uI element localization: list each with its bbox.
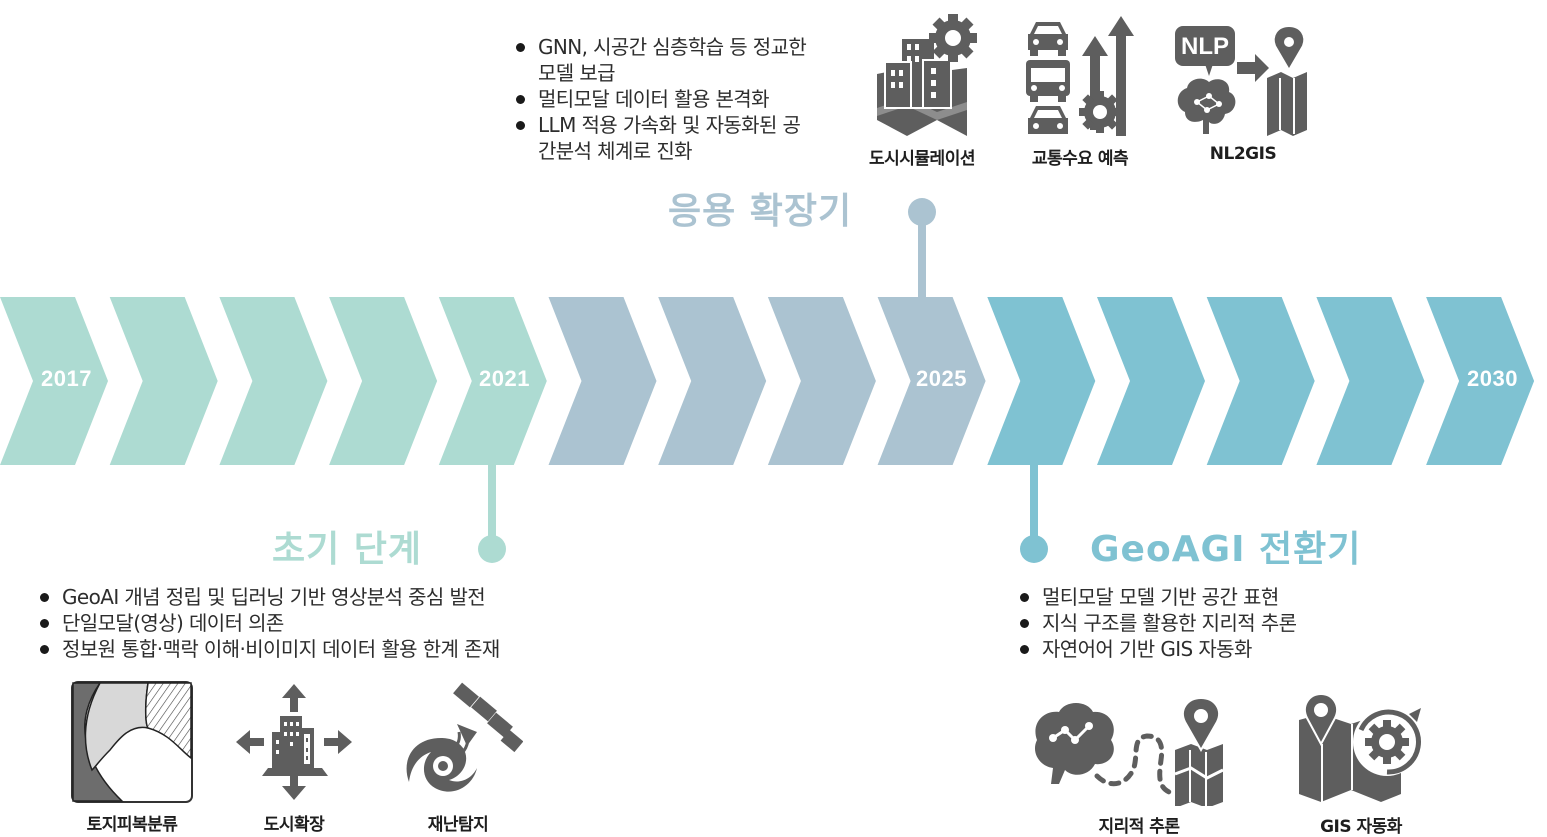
land-cover-icon xyxy=(71,681,193,803)
urban-simulation: 도시시뮬레이션 xyxy=(852,12,992,169)
gis-automation: GIS 자동화 xyxy=(1286,690,1436,837)
bullet-item: 지식 구조를 활용한 지리적 추론 xyxy=(1016,610,1416,636)
land-cover: 토지피복분류 xyxy=(62,680,202,835)
traffic-demand-icon xyxy=(1026,16,1134,136)
bullet-item: GeoAI 개념 정립 및 딥러닝 기반 영상분석 중심 발전 xyxy=(36,584,596,610)
gis-automation-icon xyxy=(1299,692,1421,802)
geo-reasoning-icon xyxy=(1034,696,1224,806)
icon-label: 지리적 추론 xyxy=(1098,817,1180,837)
chevron-segment xyxy=(329,297,438,465)
chevron-segment xyxy=(1316,297,1425,465)
chevron-segment xyxy=(438,297,547,465)
connector-expansion xyxy=(908,198,936,300)
bullet-item: 정보원 통합·맥락 이해·비이미지 데이터 활용 한계 존재 xyxy=(36,636,596,662)
chevron-segment xyxy=(767,297,876,465)
chevron-segment xyxy=(877,297,986,465)
chevron-segment xyxy=(0,297,108,465)
year-label-2025: 2025 xyxy=(916,366,967,391)
icon-label: 교통수요 예측 xyxy=(1031,149,1129,169)
icon-label: NL2GIS xyxy=(1209,144,1277,164)
urban-simulation-icon xyxy=(877,14,977,136)
connector-geoagi xyxy=(1020,462,1048,563)
chevron-segment xyxy=(219,297,328,465)
geo-reasoning: 지리적 추론 xyxy=(1028,690,1250,837)
chevron-segment xyxy=(1206,297,1315,465)
connector-early xyxy=(478,462,506,563)
chevron-segment xyxy=(987,297,1096,465)
year-label-2030: 2030 xyxy=(1467,366,1518,391)
bullet-item: 단일모달(영상) 데이터 의존 xyxy=(36,610,596,636)
year-label-2021: 2021 xyxy=(479,366,530,391)
bullet-item: 자연어어 기반 GIS 자동화 xyxy=(1016,636,1416,662)
chevron-segment xyxy=(1097,297,1205,465)
chevron-segment xyxy=(109,297,218,465)
urban-expansion: 도시확장 xyxy=(224,680,364,835)
disaster-detection-icon xyxy=(406,682,523,792)
geoagi-bullets: 멀티모달 모델 기반 공간 표현 지식 구조를 활용한 지리적 추론 자연어어 … xyxy=(1016,584,1416,662)
early-bullets: GeoAI 개념 정립 및 딥러닝 기반 영상분석 중심 발전 단일모달(영상)… xyxy=(36,584,596,662)
chevron-segment xyxy=(1426,297,1535,465)
chevron-segment xyxy=(658,297,767,465)
nl2gis: NLP NL2GIS xyxy=(1168,12,1318,164)
phase-title-geoagi: GeoAGI 전환기 xyxy=(1090,529,1362,570)
nl2gis-icon: NLP xyxy=(1175,24,1307,136)
icon-label: GIS 자동화 xyxy=(1320,817,1402,837)
phase-title-expansion: 응용 확장기 xyxy=(668,191,853,232)
icon-label: 재난탐지 xyxy=(427,815,489,835)
bullet-item: 멀티모달 모델 기반 공간 표현 xyxy=(1016,584,1416,610)
disaster-detection: 재난탐지 xyxy=(388,680,528,835)
traffic-demand: 교통수요 예측 xyxy=(1010,12,1150,169)
bullet-item: 멀티모달 데이터 활용 본격화 xyxy=(512,86,852,112)
chevron-segment xyxy=(548,297,657,465)
year-label-2017: 2017 xyxy=(41,366,92,391)
icon-label: 도시시뮬레이션 xyxy=(869,149,975,169)
icon-label: 토지피복분류 xyxy=(86,815,178,835)
icon-label: 도시확장 xyxy=(263,815,325,835)
nlp-badge: NLP xyxy=(1181,33,1229,60)
phase-title-early: 초기 단계 xyxy=(272,529,423,570)
urban-expansion-icon xyxy=(236,684,352,800)
